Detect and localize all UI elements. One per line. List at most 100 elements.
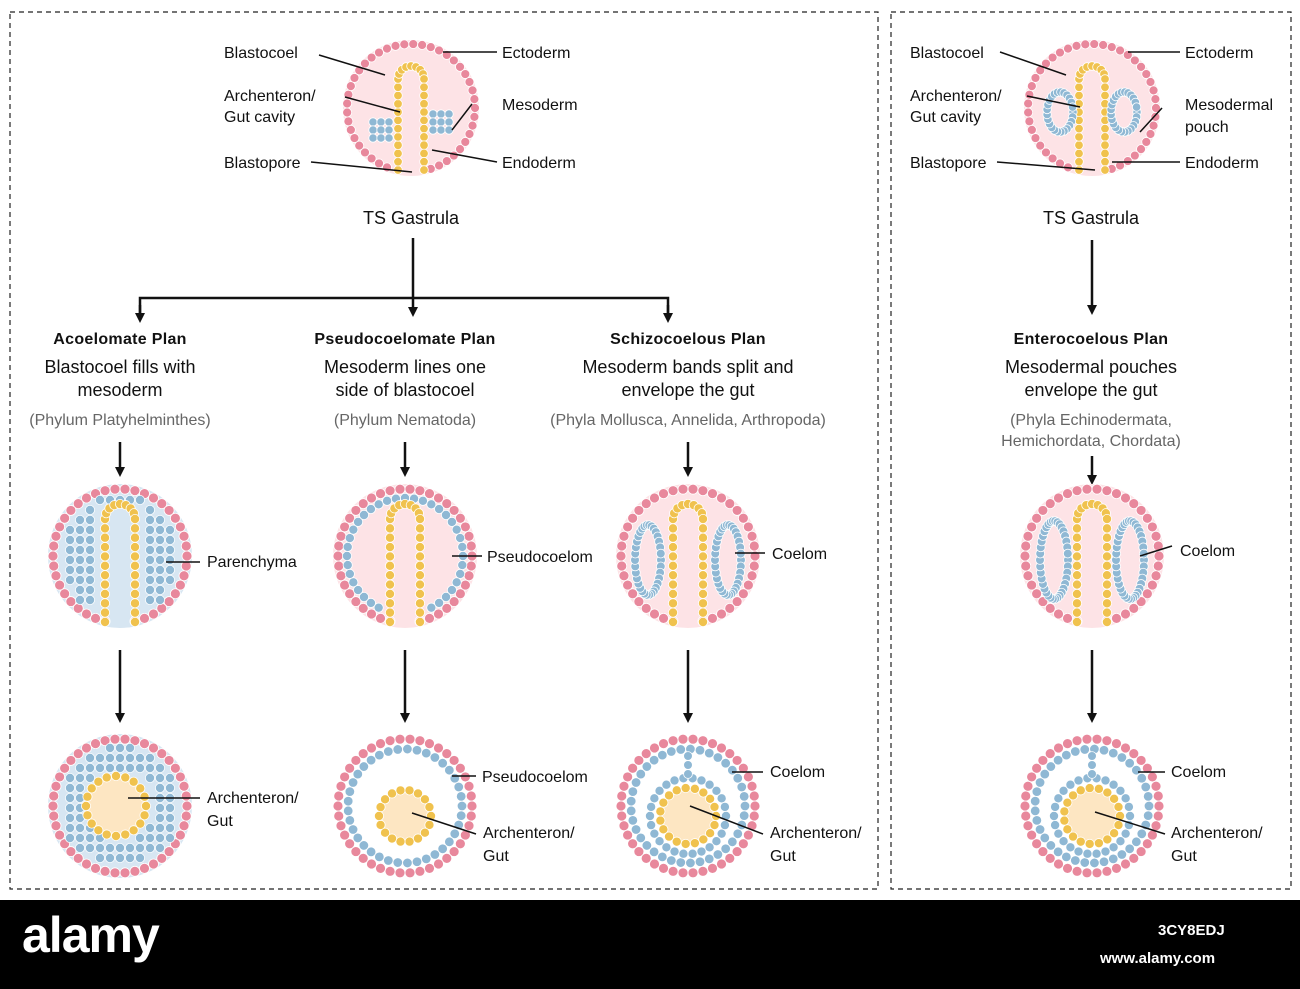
ectoderm-cell bbox=[156, 498, 168, 510]
ectoderm-cell bbox=[658, 488, 669, 500]
title-acoelomate-plan: Acoelomate Plan bbox=[53, 331, 186, 348]
endoderm-cell bbox=[1075, 785, 1086, 796]
ectoderm-cell bbox=[366, 742, 377, 754]
mesoderm-cell bbox=[696, 775, 707, 786]
ectoderm-cell bbox=[1122, 156, 1133, 166]
endoderm-cell bbox=[128, 825, 139, 836]
endoderm-cell bbox=[93, 776, 104, 787]
ectoderm-cell bbox=[724, 852, 736, 864]
endoderm-cell bbox=[419, 794, 430, 805]
endoderm-cell bbox=[393, 115, 403, 126]
ectoderm-cell bbox=[425, 42, 436, 53]
mesoderm-cell bbox=[1124, 843, 1135, 854]
ectoderm-cell bbox=[50, 820, 62, 832]
mesoderm-cell bbox=[368, 133, 378, 143]
parenchyma-cell bbox=[164, 823, 175, 834]
parenchyma-cell bbox=[105, 853, 116, 864]
endoderm-cell bbox=[698, 579, 709, 590]
mesoderm-cell bbox=[727, 836, 738, 848]
endoderm-cell bbox=[419, 132, 429, 142]
parenchyma-cell bbox=[154, 813, 165, 824]
mesoderm-cell bbox=[1142, 791, 1154, 802]
label-ectoderm: Ectoderm bbox=[502, 45, 570, 62]
parenchyma-cell bbox=[154, 575, 165, 586]
ectoderm-cell bbox=[99, 865, 111, 877]
pseudocoelomate-stage1 bbox=[332, 483, 478, 628]
parenchyma-cell bbox=[134, 763, 145, 774]
mesoderm-cell bbox=[1030, 795, 1041, 807]
endoderm-cell bbox=[101, 829, 112, 840]
parenchyma-cell bbox=[85, 555, 96, 566]
label-pouch: pouch bbox=[1185, 119, 1229, 136]
ectoderm-cell bbox=[649, 492, 660, 504]
ectoderm-cell bbox=[649, 742, 660, 754]
parenchyma-cell bbox=[144, 763, 155, 774]
ectoderm-cell bbox=[618, 820, 630, 832]
mesoderm-cell bbox=[376, 117, 386, 127]
ectoderm-cell bbox=[333, 540, 345, 552]
parenchyma-cell bbox=[85, 504, 96, 515]
phylum-note: (Phylum Platyhelminthes) bbox=[29, 412, 210, 429]
mesoderm-cell bbox=[641, 761, 653, 772]
ectoderm-cell bbox=[1022, 530, 1034, 542]
ectoderm-cell bbox=[1115, 160, 1125, 171]
mesoderm-cell bbox=[344, 533, 355, 544]
endoderm-cell bbox=[1062, 797, 1073, 808]
parenchyma-cell bbox=[154, 515, 165, 526]
mesoderm-cell bbox=[687, 848, 698, 859]
label-gut: Gut bbox=[207, 813, 233, 830]
mesoderm-cell bbox=[342, 541, 353, 552]
ectoderm-cell bbox=[716, 492, 727, 504]
ectoderm-cell bbox=[139, 612, 150, 624]
endoderm-cell bbox=[129, 617, 140, 628]
mesoderm-cell bbox=[444, 125, 454, 135]
mesoderm-cell bbox=[711, 836, 722, 847]
ectoderm-cell bbox=[342, 107, 353, 118]
ectoderm-cell bbox=[90, 738, 101, 750]
ectoderm-cell bbox=[633, 596, 645, 607]
mesoderm-cell bbox=[353, 585, 364, 596]
gut-lumen bbox=[660, 788, 716, 844]
parenchyma-cell bbox=[75, 545, 86, 556]
mesoderm-cell bbox=[343, 795, 354, 807]
endoderm-cell bbox=[668, 570, 679, 581]
ectoderm-cell bbox=[1071, 865, 1083, 877]
ectoderm-cell bbox=[1141, 838, 1153, 850]
mesoderm-cell bbox=[426, 499, 437, 510]
title-enterocoelous-plan: Enterocoelous Plan bbox=[1014, 331, 1169, 348]
mesoderm-cell bbox=[428, 125, 438, 135]
ectoderm-cell bbox=[465, 560, 477, 572]
ectoderm-cell bbox=[148, 742, 159, 754]
ectoderm-cell bbox=[433, 492, 444, 504]
endoderm-cell bbox=[1072, 617, 1083, 628]
endoderm-cell bbox=[1084, 838, 1095, 849]
ectoderm-cell bbox=[81, 492, 92, 504]
endoderm-cell bbox=[412, 788, 423, 799]
ectoderm-cell bbox=[366, 52, 377, 63]
endoderm-cell bbox=[698, 570, 709, 581]
endoderm-cell bbox=[111, 831, 122, 842]
mesoderm-cell bbox=[675, 857, 686, 868]
right-panel-frame bbox=[890, 11, 1292, 890]
parenchyma-cell bbox=[85, 565, 96, 576]
endoderm-cell bbox=[419, 123, 429, 134]
image-id: 3CY8EDJ bbox=[1158, 922, 1225, 939]
parenchyma-cell bbox=[154, 773, 165, 784]
endoderm-cell bbox=[698, 617, 709, 628]
phylum-note: (Phylum Nematoda) bbox=[334, 412, 476, 429]
parenchyma-cell bbox=[154, 763, 165, 774]
schizocoelous-column: Schizocoelous Plan Mesoderm bands split … bbox=[550, 331, 862, 879]
ectoderm-cell bbox=[677, 483, 689, 495]
mesoderm-cell bbox=[449, 773, 460, 784]
ectoderm-cell bbox=[404, 867, 416, 879]
endoderm-cell bbox=[1072, 607, 1083, 618]
ectoderm-cell bbox=[1146, 579, 1158, 591]
endoderm-cell bbox=[698, 532, 709, 543]
parenchyma-cell bbox=[65, 793, 76, 804]
ectoderm-cell bbox=[464, 129, 475, 139]
mesoderm-cell bbox=[712, 752, 724, 763]
endoderm-cell bbox=[424, 819, 435, 830]
parenchyma-cell bbox=[85, 763, 96, 774]
endoderm-cell bbox=[100, 617, 111, 628]
ectoderm-cell bbox=[469, 112, 480, 122]
